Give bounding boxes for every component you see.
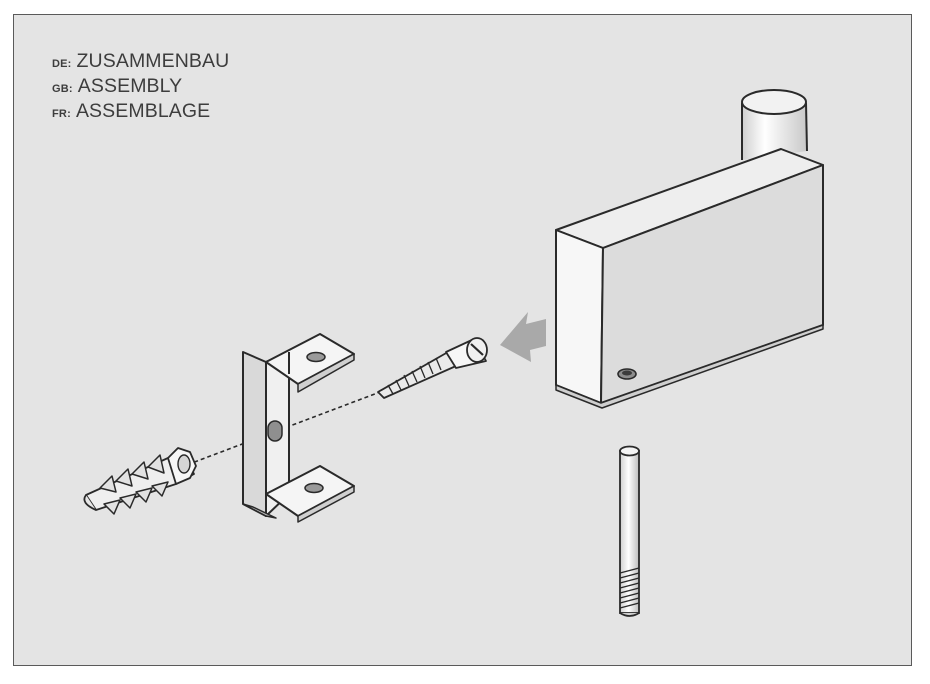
wall-plug-icon bbox=[83, 447, 197, 515]
legend-row-gb: GB: ASSEMBLY bbox=[52, 75, 229, 100]
legend-word-gb: ASSEMBLY bbox=[77, 75, 183, 97]
legend-word-fr: ASSEMBLAGE bbox=[75, 100, 211, 122]
legend-row-de: DE: ZUSAMMENBAU bbox=[52, 50, 229, 75]
insertion-arrow-icon bbox=[500, 312, 546, 362]
pin-icon bbox=[619, 445, 640, 617]
bracket-icon bbox=[242, 333, 355, 523]
assembly-legend: DE: ZUSAMMENBAU GB: ASSEMBLY FR: ASSEMBL… bbox=[52, 50, 229, 125]
language-code-gb: GB: bbox=[52, 83, 73, 95]
legend-word-de: ZUSAMMENBAU bbox=[76, 50, 230, 72]
screw-icon bbox=[377, 337, 488, 399]
hinge-block-icon bbox=[555, 89, 824, 409]
language-code-de: DE: bbox=[52, 58, 72, 70]
language-code-fr: FR: bbox=[52, 108, 71, 120]
legend-row-fr: FR: ASSEMBLAGE bbox=[52, 100, 229, 125]
